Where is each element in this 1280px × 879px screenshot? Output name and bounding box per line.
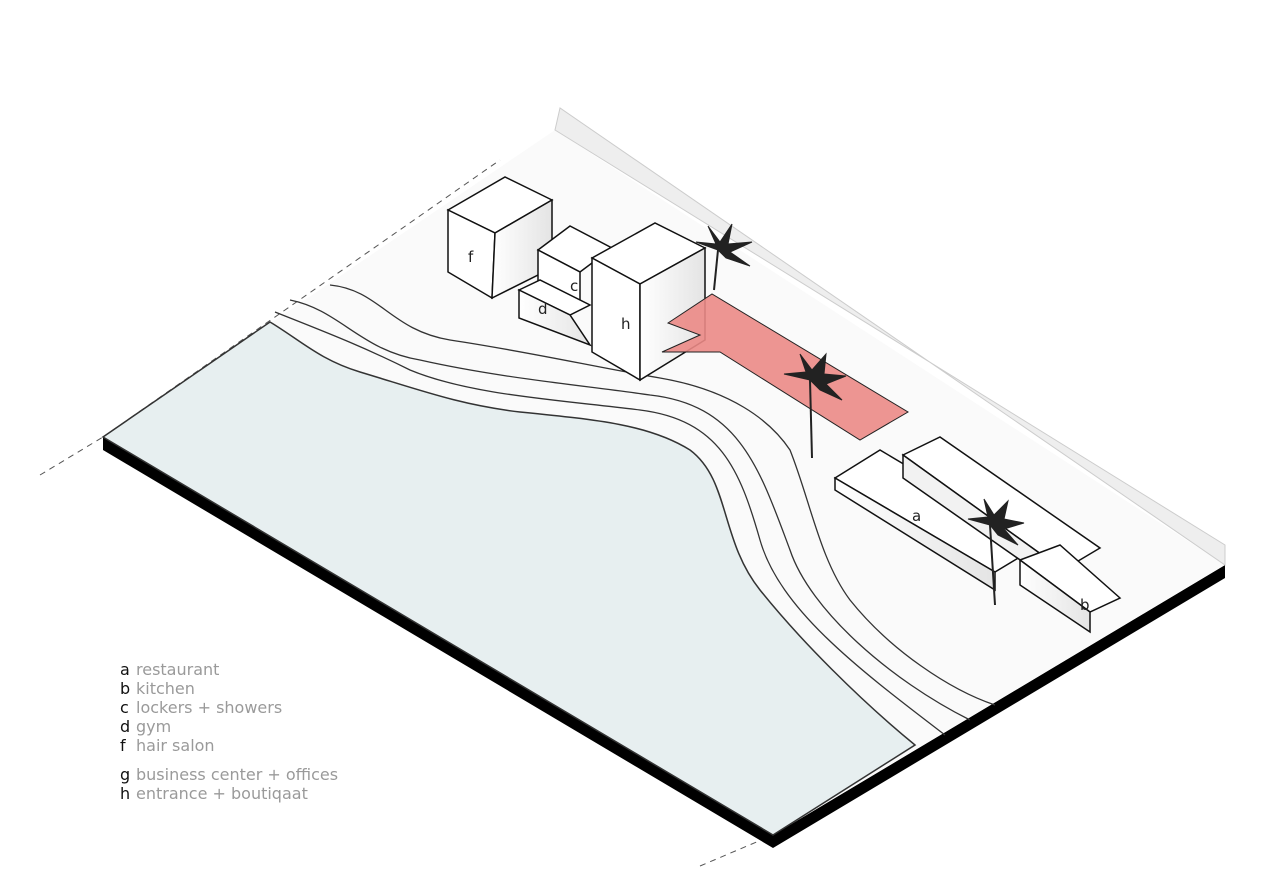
label-d: d bbox=[538, 300, 548, 318]
label-f: f bbox=[468, 248, 474, 266]
palm-tree-icon bbox=[695, 223, 1025, 606]
label-h: h bbox=[621, 315, 631, 333]
platform-edge bbox=[103, 437, 1225, 848]
legend-label: lockers + showers bbox=[136, 698, 283, 717]
shore-contours bbox=[274, 284, 996, 736]
legend-label: entrance + boutiqaat bbox=[136, 784, 308, 803]
legend-label: restaurant bbox=[136, 660, 220, 679]
legend-label: business center + offices bbox=[136, 765, 339, 784]
legend-key: g bbox=[120, 765, 131, 784]
label-b: b bbox=[1080, 596, 1090, 614]
legend-key: a bbox=[120, 660, 130, 679]
legend-item: b kitchen bbox=[120, 679, 338, 698]
legend-key: b bbox=[120, 679, 131, 698]
road-band bbox=[554, 107, 1226, 566]
building-d bbox=[517, 279, 592, 347]
water bbox=[101, 321, 917, 836]
legend-key: d bbox=[120, 717, 131, 736]
legend-label: hair salon bbox=[136, 736, 215, 755]
building-f bbox=[446, 176, 554, 300]
label-a: a bbox=[912, 507, 921, 525]
legend-item: g business center + offices bbox=[120, 765, 338, 784]
legend-key: f bbox=[120, 736, 126, 755]
legend-key: c bbox=[120, 698, 129, 717]
legend-item: h entrance + boutiqaat bbox=[120, 784, 338, 803]
building-b bbox=[1018, 544, 1122, 634]
legend-label: gym bbox=[136, 717, 172, 736]
legend-item: c lockers + showers bbox=[120, 698, 338, 717]
label-c: c bbox=[570, 277, 578, 295]
legend-item: a restaurant bbox=[120, 660, 338, 679]
entrance-canopy bbox=[661, 293, 909, 441]
legend-label: kitchen bbox=[136, 679, 195, 698]
legend-key: h bbox=[120, 784, 131, 803]
legend-item: f hair salon bbox=[120, 736, 338, 755]
